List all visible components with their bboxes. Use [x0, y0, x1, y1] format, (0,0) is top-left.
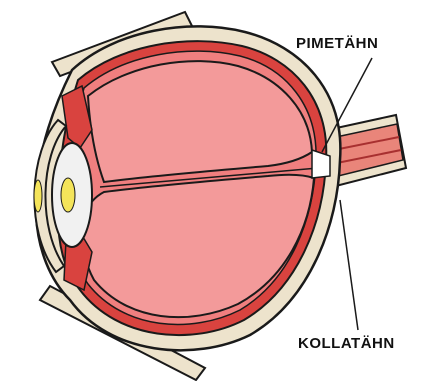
label-leader-bottom [340, 200, 358, 330]
iris-edge [34, 180, 42, 212]
label-pimetahn: PIMETÄHN [296, 35, 378, 52]
lens [52, 143, 92, 247]
lens-core [61, 178, 75, 212]
label-kollatahn: KOLLATÄHN [298, 335, 395, 352]
